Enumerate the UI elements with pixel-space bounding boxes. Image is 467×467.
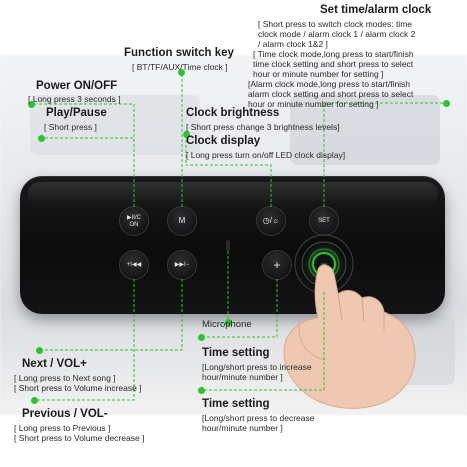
microphone-hole <box>226 240 230 251</box>
set-time-alarm-note: [Alarm clock mode,long press to start/fi… <box>248 79 411 89</box>
prev-vol-down-note: [ Long press to Previous ] <box>14 423 111 433</box>
function-switch-note: [ BT/TF/AUX/Time clock ] <box>132 62 228 72</box>
callout-dot <box>183 131 190 138</box>
clock-display-title: Clock display <box>186 135 261 147</box>
function-switch-title: Function switch key <box>124 47 234 59</box>
next-vol-up-note: [ Long press to Next song ] <box>14 373 116 383</box>
time-increase-button[interactable]: + <box>263 251 291 279</box>
play-pause-icon: ▶II/C <box>127 214 141 221</box>
set-time-alarm-title: Set time/alarm clock <box>320 4 432 16</box>
prev-vol-down-title: Previous / VOL- <box>22 408 108 420</box>
time-setting-increase-note: [Long/short press to increase <box>202 362 312 372</box>
callout-dot <box>198 334 205 341</box>
callout-dot <box>28 101 35 108</box>
clock-brightness-icon: ◷/☼ <box>262 216 280 225</box>
time-setting-increase-title: Time setting <box>202 347 270 359</box>
play-pause-power-button[interactable]: ▶II/C ON <box>120 207 148 235</box>
callout-dot <box>178 69 185 76</box>
clock-display-note: [ Long press turn on/off LED clock displ… <box>186 150 346 160</box>
clock-brightness-note: [ Short press change 3 brightness levels… <box>186 122 340 132</box>
callout-dot <box>38 135 45 142</box>
set-button[interactable]: SET <box>310 207 338 235</box>
plus-icon: + <box>273 258 281 272</box>
mode-button[interactable]: M <box>168 207 196 235</box>
set-time-alarm-note: / alarm clock 1&2 ] <box>258 39 328 49</box>
set-time-alarm-note: [ Short press to switch clock modes: tim… <box>258 19 412 29</box>
next-vol-up-button[interactable]: ▶▶I− <box>168 251 196 279</box>
time-decrease-button[interactable]: − <box>314 254 334 274</box>
time-setting-decrease-note: [Long/short press to decrease <box>202 413 315 423</box>
previous-vol-down-button[interactable]: +I◀◀ <box>120 251 148 279</box>
time-setting-increase-note: hour/minute number ] <box>202 372 283 382</box>
power-label: ON <box>129 221 139 228</box>
callout-dot <box>198 387 205 394</box>
mode-label: M <box>178 216 186 225</box>
set-time-alarm-note: hour or minute number for setting ] <box>253 69 384 79</box>
power-title: Power ON/OFF <box>36 80 118 92</box>
set-time-alarm-note: time clock setting and short press to se… <box>253 59 414 69</box>
callout-dot <box>443 100 450 107</box>
previous-icon: +I◀◀ <box>126 262 142 268</box>
next-vol-up-title: Next / VOL+ <box>22 358 87 370</box>
set-time-alarm-note: clock mode / alarm clock 1 / alarm clock… <box>258 29 416 39</box>
clock-brightness-title: Clock brightness <box>186 107 280 119</box>
set-time-alarm-note: hour or minute number for setting ] <box>248 99 379 109</box>
next-vol-up-note: [ Short press to Volume increase ] <box>14 383 142 393</box>
minus-icon: − <box>320 257 328 271</box>
play-pause-title: Play/Pause <box>46 107 107 119</box>
backdrop-object <box>345 315 455 385</box>
next-icon: ▶▶I− <box>174 262 190 268</box>
clock-display-button[interactable]: ◷/☼ <box>257 207 285 235</box>
callout-dot <box>36 347 43 354</box>
callout-dot <box>31 397 38 404</box>
set-label: SET <box>318 218 330 224</box>
callout-dot <box>225 319 232 326</box>
speaker-highlight <box>28 182 438 206</box>
power-note: [ Long press 3 seconds ] <box>28 94 121 104</box>
time-setting-decrease-note: hour/minute number ] <box>202 423 283 433</box>
set-time-alarm-note: [ Time clock mode,long press to start/fi… <box>253 49 414 59</box>
set-time-alarm-note: alarm clock setting and short press to s… <box>248 89 414 99</box>
microphone-label: Microphone <box>202 319 252 330</box>
prev-vol-down-note: [ Short press to Volume decrease ] <box>14 433 145 443</box>
play-pause-note: [ Short press ] <box>44 122 97 132</box>
time-setting-decrease-title: Time setting <box>202 398 270 410</box>
